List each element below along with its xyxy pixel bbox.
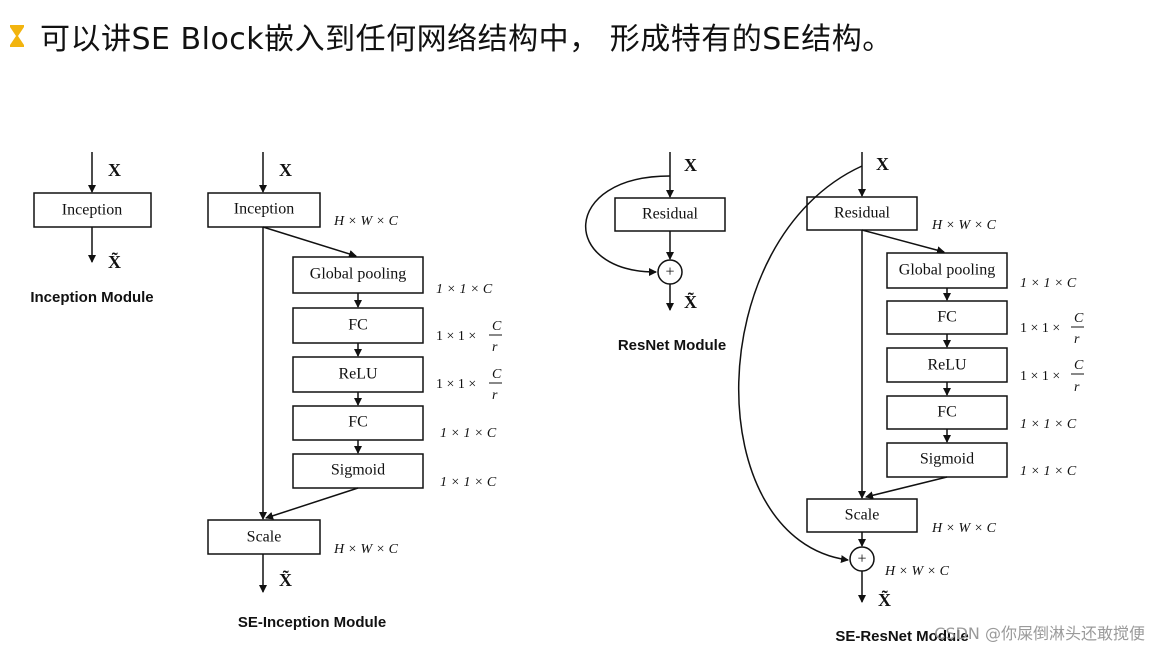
dim-frac-c: C	[492, 367, 502, 382]
input-x-label: X	[108, 160, 121, 180]
sum-plus-icon: +	[857, 551, 866, 568]
dim-11-prefix: 1 × 1 ×	[436, 329, 476, 344]
dim-11c: 1 × 1 × C	[440, 426, 497, 441]
dim-frac-c: C	[1074, 358, 1084, 373]
se-resnet-module: X Residual H × W × C Global pooling 1 × …	[738, 152, 1084, 645]
output-x-tilde-label: X̃	[878, 590, 891, 610]
sigmoid-block: Sigmoid	[920, 451, 974, 468]
caption-resnet-module: ResNet Module	[618, 337, 726, 354]
scale-block: Scale	[845, 507, 880, 524]
fc-block: FC	[348, 317, 368, 334]
output-x-tilde-label: X̃	[279, 570, 292, 590]
relu-block: ReLU	[927, 357, 967, 374]
dim-hwc: H × W × C	[931, 521, 997, 536]
inception-block: Inception	[62, 202, 122, 219]
output-x-tilde-label: X̃	[108, 252, 121, 272]
dim-hwc: H × W × C	[931, 218, 997, 233]
hourglass-bullet-icon	[10, 25, 24, 47]
slide-title: 可以讲SE Block嵌入到任何网络结构中， 形成特有的SE结构。	[40, 22, 893, 57]
dim-11c: 1 × 1 × C	[440, 475, 497, 490]
sigmoid-block: Sigmoid	[331, 462, 385, 479]
input-x-label: X	[279, 160, 292, 180]
output-x-tilde-label: X̃	[684, 292, 697, 312]
dim-frac-r: r	[492, 388, 498, 403]
fc-block: FC	[937, 404, 957, 421]
dim-hwc: H × W × C	[333, 542, 399, 557]
residual-block: Residual	[642, 206, 699, 223]
watermark-text: CSDN @你屎倒淋头还敢搅便	[934, 624, 1145, 643]
caption-se-inception-module: SE-Inception Module	[238, 614, 386, 631]
scale-block: Scale	[247, 529, 282, 546]
dim-frac-r: r	[1074, 380, 1080, 395]
dim-11c: 1 × 1 × C	[1020, 276, 1077, 291]
dim-frac-r: r	[1074, 332, 1080, 347]
slide-title-row: 可以讲SE Block嵌入到任何网络结构中， 形成特有的SE结构。	[8, 14, 893, 58]
global-pooling-block: Global pooling	[310, 266, 406, 283]
sum-plus-icon: +	[665, 264, 674, 281]
dim-11c: 1 × 1 × C	[1020, 417, 1077, 432]
input-x-label: X	[684, 155, 697, 175]
dim-11-prefix: 1 × 1 ×	[1020, 369, 1060, 384]
global-pooling-block: Global pooling	[899, 262, 995, 279]
input-x-label: X	[876, 154, 889, 174]
dim-hwc: H × W × C	[333, 214, 399, 229]
dim-frac-c: C	[492, 319, 502, 334]
inception-module: X Inception X̃ Inception Module	[30, 152, 154, 306]
fc-block: FC	[937, 309, 957, 326]
inception-block: Inception	[234, 201, 294, 218]
dim-11-prefix: 1 × 1 ×	[436, 377, 476, 392]
caption-se-resnet-module: SE-ResNet Module	[835, 628, 968, 645]
dim-hwc: H × W × C	[884, 564, 950, 579]
se-inception-module: X Inception H × W × C Global pooling 1 ×…	[207, 152, 502, 631]
dim-11-prefix: 1 × 1 ×	[1020, 321, 1060, 336]
fc-block: FC	[348, 414, 368, 431]
caption-inception-module: Inception Module	[30, 289, 153, 306]
relu-block: ReLU	[338, 366, 378, 383]
residual-block: Residual	[834, 205, 891, 222]
dim-frac-r: r	[492, 340, 498, 355]
dim-11c: 1 × 1 × C	[1020, 464, 1077, 479]
resnet-module: X Residual + X̃ ResNet Module	[585, 152, 726, 354]
dim-frac-c: C	[1074, 311, 1084, 326]
dim-11c: 1 × 1 × C	[436, 282, 493, 297]
